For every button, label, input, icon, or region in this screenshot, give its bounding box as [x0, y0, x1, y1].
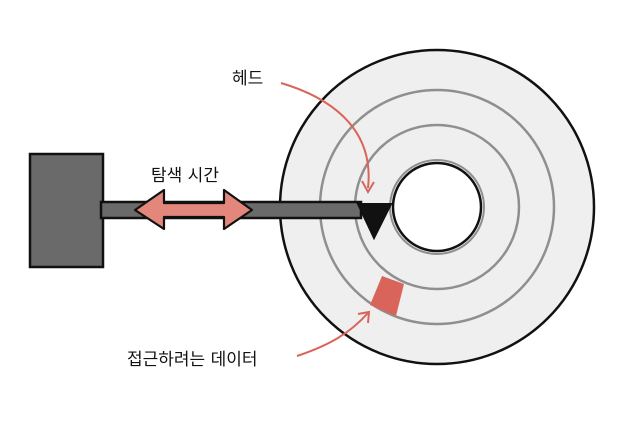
seek-time-arrow: [133, 188, 254, 231]
head-pointer-arrowhead: [361, 180, 375, 195]
triangle-head-icon: [356, 203, 393, 241]
head-pointer-line: [280, 82, 370, 189]
target-data-label: 접근하려는 데이터: [127, 350, 258, 370]
actuator-body: [28, 152, 105, 269]
data-pointer-line: [296, 312, 369, 357]
head-label: 헤드: [232, 69, 263, 89]
data-pointer-arrowhead: [357, 310, 371, 324]
target-data-sector: [370, 276, 404, 316]
disk-spindle-hole: [391, 161, 483, 253]
seek-time-label: 탐색 시간: [151, 166, 219, 186]
